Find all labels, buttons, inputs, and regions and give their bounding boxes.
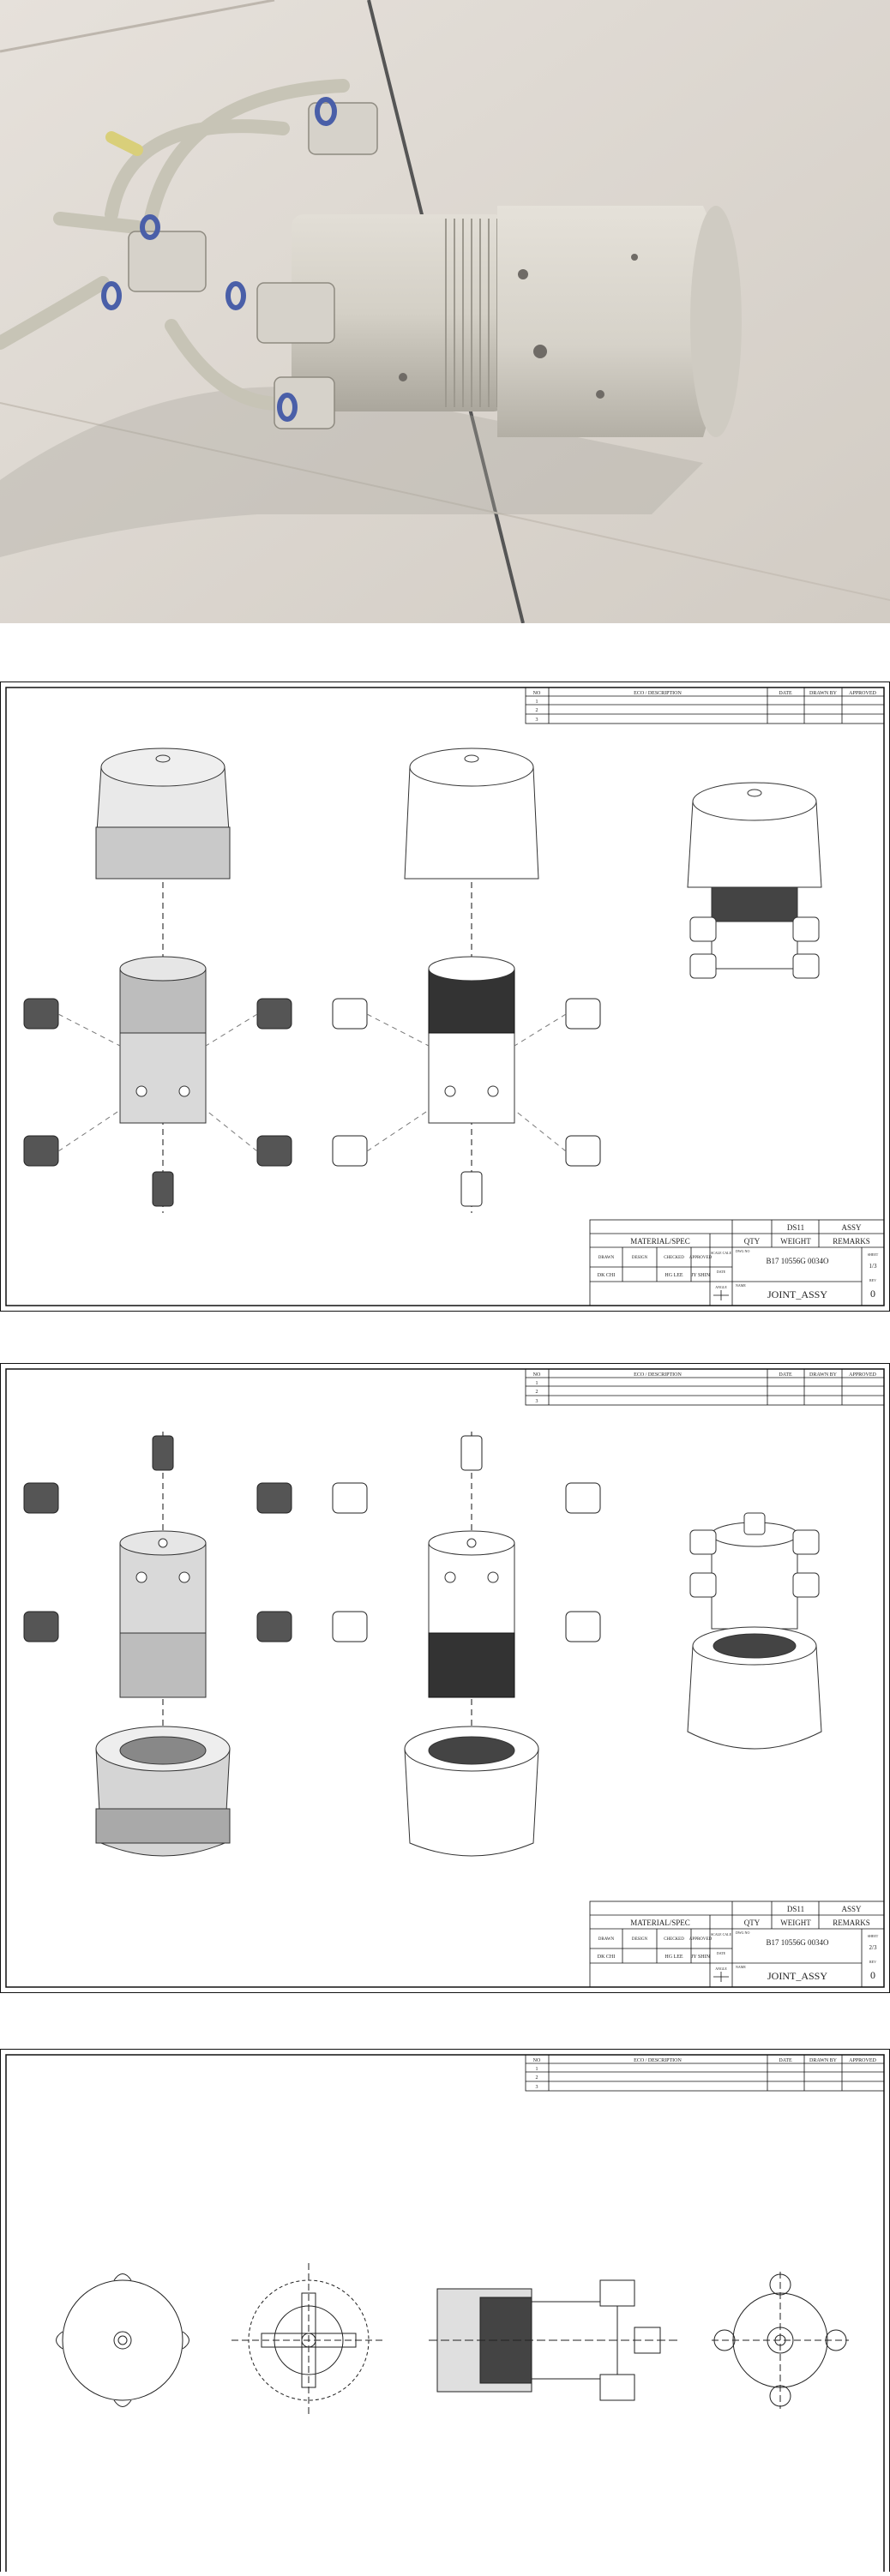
- exploded-view-shaded-bottom: [23, 1432, 292, 1857]
- tb-name-approved: JY SHIN: [691, 1955, 711, 1960]
- tb-qty: QTY: [744, 1918, 761, 1927]
- tb-sheet: 1/3: [869, 1263, 877, 1270]
- tb-material: MATERIAL/SPEC: [630, 1918, 690, 1927]
- tb-scale-label: SCALE CALE: [711, 1932, 732, 1937]
- top-view: [56, 2273, 189, 2407]
- drawing-sheet-2: NO ECO / DESCRIPTION DATE DRAWN BY APPRO…: [0, 1363, 890, 1993]
- exploded-view-line-bottom: [332, 1432, 601, 1857]
- tb-scale-label: SCALE CALE: [711, 1251, 732, 1255]
- rev-row-1: 1: [536, 1381, 538, 1386]
- tb-rev-label: REV: [869, 1960, 876, 1964]
- tb-rev: 0: [870, 1969, 875, 1981]
- sheet-1-drawing: NO ECO / DESCRIPTION DATE DRAWN BY APPRO…: [0, 682, 890, 1312]
- revision-table: [525, 1368, 885, 1406]
- exploded-view-shaded: [23, 748, 292, 1213]
- rev-header-desc: ECO / DESCRIPTION: [634, 1372, 682, 1378]
- tb-material: MATERIAL/SPEC: [630, 1237, 690, 1246]
- revision-table: [525, 687, 885, 724]
- title-block: [589, 1900, 885, 1988]
- tb-title: JOINT_ASSY: [767, 1970, 827, 1982]
- tb-date-label: DATE: [717, 1270, 726, 1274]
- tb-weight: WEIGHT: [780, 1237, 811, 1246]
- section-view: [429, 2279, 677, 2401]
- rev-row-2: 2: [536, 1390, 538, 1395]
- rev-header-approved: APPROVED: [849, 1372, 876, 1378]
- rev-header-date: DATE: [779, 1372, 792, 1378]
- tb-rev-label: REV: [869, 1278, 876, 1282]
- tb-role-checked: CHECKED: [664, 1256, 684, 1260]
- tb-remarks: REMARKS: [833, 1237, 870, 1246]
- tb-weight: WEIGHT: [780, 1918, 811, 1927]
- photo-illustration: [0, 0, 890, 623]
- tb-qty: QTY: [744, 1237, 761, 1246]
- rev-row-2: 2: [536, 2075, 538, 2081]
- tb-name-approved: JY SHIN: [691, 1273, 711, 1278]
- product-photo: [0, 0, 890, 623]
- tb-projection-symbol: [713, 1972, 729, 1982]
- rev-header-date: DATE: [779, 691, 792, 696]
- tb-drawing-no: B17 10556G 0034O: [766, 1938, 829, 1947]
- rev-header-no: NO: [533, 2058, 541, 2063]
- tb-role-design: DESIGN: [632, 1937, 648, 1942]
- tb-angle-label: ANGLE: [715, 1967, 727, 1971]
- tb-top-1: DS11: [787, 1223, 804, 1232]
- tb-drawing-no: B17 10556G 0034O: [766, 1257, 829, 1265]
- tb-rev: 0: [870, 1288, 875, 1300]
- tb-angle-label: ANGLE: [715, 1285, 727, 1289]
- tb-role-approved: APPROVED: [689, 1937, 713, 1942]
- rev-header-desc: ECO / DESCRIPTION: [634, 691, 682, 696]
- tb-role-checked: CHECKED: [664, 1937, 684, 1942]
- rev-row-3: 3: [536, 2085, 538, 2090]
- rev-header-desc: ECO / DESCRIPTION: [634, 2058, 682, 2063]
- assembled-view: [687, 782, 822, 979]
- rev-row-3: 3: [536, 718, 538, 723]
- tb-drawno-label: DWG NO: [736, 1930, 749, 1935]
- rev-header-drawn: DRAWN BY: [809, 2058, 838, 2063]
- rev-header-drawn: DRAWN BY: [809, 1372, 838, 1378]
- tb-name-drawn: DK CHI: [598, 1955, 616, 1960]
- rev-header-no: NO: [533, 1372, 541, 1378]
- tb-top-2: ASSY: [841, 1905, 862, 1913]
- sheet-2-drawing: NO ECO / DESCRIPTION DATE DRAWN BY APPRO…: [0, 1363, 890, 1993]
- drawing-sheet-1: NO ECO / DESCRIPTION DATE DRAWN BY APPRO…: [0, 682, 890, 1312]
- sheet-3-drawing: NO ECO / DESCRIPTION DATE DRAWN BY APPRO…: [0, 2049, 890, 2576]
- assembled-view-bottom: [687, 1512, 822, 1750]
- side-view: [712, 2272, 849, 2409]
- title-block: [589, 1219, 885, 1306]
- tb-role-design: DESIGN: [632, 1256, 648, 1260]
- tb-projection-symbol: [713, 1290, 729, 1300]
- tb-drawno-label: DWG NO: [736, 1249, 749, 1253]
- drawing-sheet-3: NO ECO / DESCRIPTION DATE DRAWN BY APPRO…: [0, 2049, 890, 2576]
- tb-sheet-label: SHEET: [868, 1252, 879, 1257]
- tb-role-drawn: DRAWN: [598, 1256, 615, 1260]
- tb-name-label: NAME: [736, 1283, 746, 1288]
- rev-row-1: 1: [536, 2067, 538, 2072]
- tb-name-label: NAME: [736, 1965, 746, 1969]
- rev-header-date: DATE: [779, 2058, 792, 2063]
- tb-role-approved: APPROVED: [689, 1256, 713, 1260]
- tb-name-drawn: DK CHI: [598, 1273, 616, 1278]
- tb-name-checked: HG LEE: [664, 1273, 683, 1278]
- revision-table: [525, 2054, 885, 2092]
- rev-row-2: 2: [536, 708, 538, 713]
- rev-header-approved: APPROVED: [849, 691, 876, 696]
- rev-row-1: 1: [536, 700, 538, 705]
- bottom-view: [232, 2263, 386, 2417]
- tb-top-2: ASSY: [841, 1223, 862, 1232]
- rev-header-no: NO: [533, 691, 541, 696]
- tb-date-label: DATE: [717, 1951, 726, 1955]
- tb-title: JOINT_ASSY: [767, 1288, 827, 1300]
- rev-row-3: 3: [536, 1399, 538, 1404]
- tb-sheet-label: SHEET: [868, 1934, 879, 1938]
- rev-header-approved: APPROVED: [849, 2058, 876, 2063]
- rev-header-drawn: DRAWN BY: [809, 691, 838, 696]
- tb-top-1: DS11: [787, 1905, 804, 1913]
- tb-sheet: 2/3: [869, 1944, 877, 1951]
- tb-role-drawn: DRAWN: [598, 1937, 615, 1942]
- exploded-view-line: [332, 748, 601, 1213]
- tb-name-checked: HG LEE: [664, 1955, 683, 1960]
- tb-remarks: REMARKS: [833, 1918, 870, 1927]
